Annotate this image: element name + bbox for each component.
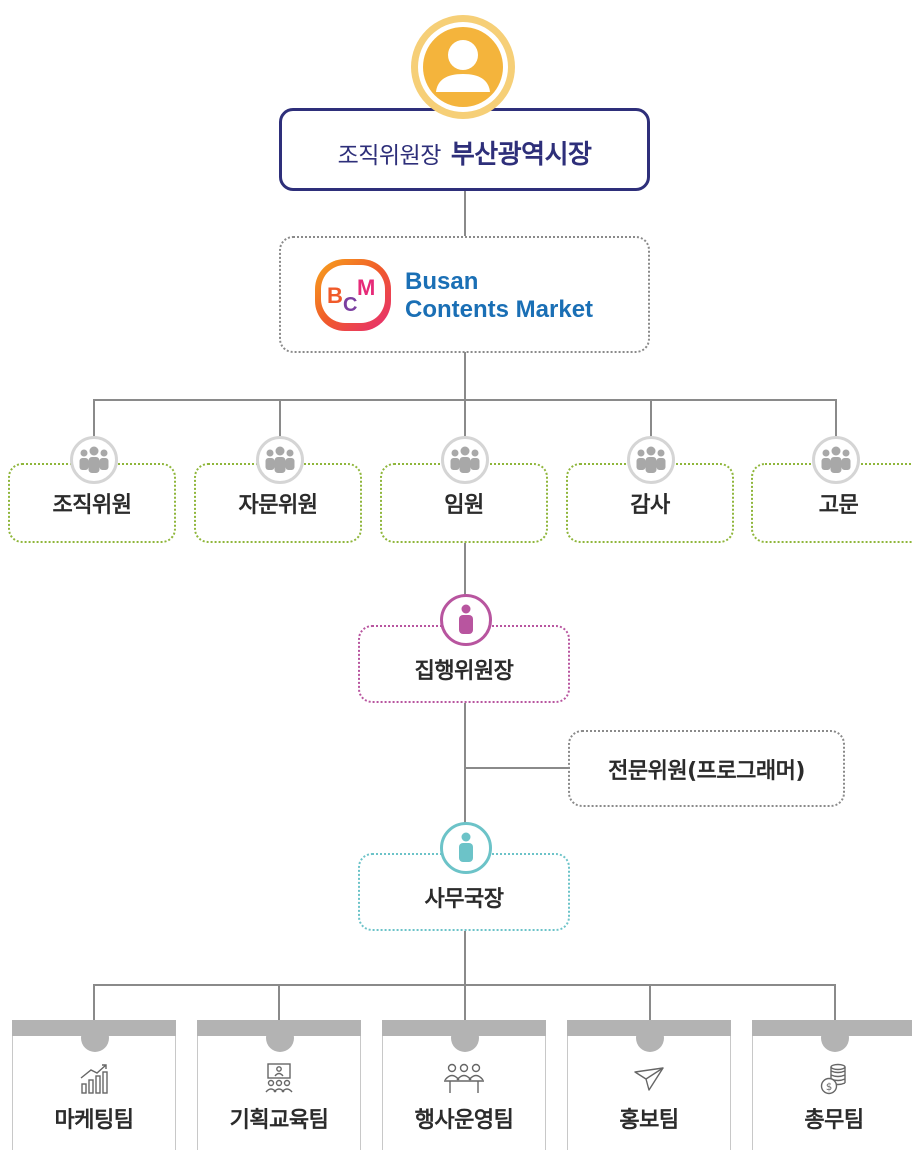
team-drop-1	[93, 984, 95, 1024]
connector-chair-logo	[464, 190, 466, 236]
chair-prefix: 조직위원장	[337, 142, 442, 169]
committee-label: 임원	[444, 493, 484, 518]
team-card-marketing: 마케팅팀	[12, 1020, 176, 1150]
svg-text:M: M	[357, 275, 375, 300]
committee-label: 고문	[818, 493, 859, 518]
growth-chart-icon	[13, 1062, 175, 1096]
committee-drop-3	[464, 399, 466, 441]
committee-label: 조직위원	[52, 493, 132, 518]
committee-drop-1	[93, 399, 95, 441]
team-connector-notch	[266, 1024, 294, 1052]
team-drop-4	[649, 984, 651, 1024]
team-connector-notch	[821, 1024, 849, 1052]
svg-text:C: C	[343, 294, 357, 316]
connector-secretary-teams	[464, 931, 466, 985]
svg-text:B: B	[327, 283, 343, 308]
paper-plane-icon	[568, 1062, 730, 1096]
person-icon	[440, 822, 492, 874]
team-label: 기획교육팀	[229, 1108, 329, 1133]
group-icon	[256, 436, 304, 484]
team-connector-notch	[636, 1024, 664, 1052]
specialist-box: 전문위원(프로그래머)	[568, 730, 845, 807]
team-connector-notch	[81, 1024, 109, 1052]
svg-text:$: $	[826, 1082, 832, 1093]
bcm-logo-icon: B C M	[313, 257, 393, 333]
chair-name: 부산광역시장	[450, 140, 592, 170]
connector-officers-executive	[464, 543, 466, 597]
logo-title-line2: Contents Market	[405, 296, 594, 323]
executive-chair-label: 집행위원장	[414, 659, 514, 684]
committee-drop-2	[279, 399, 281, 441]
group-icon	[627, 436, 675, 484]
connector-executive-secretary	[464, 703, 466, 827]
committee-drop-4	[650, 399, 652, 441]
team-card-event-operations: 행사운영팀	[382, 1020, 546, 1150]
team-drop-5	[834, 984, 836, 1024]
team-card-planning-education: 기획교육팀	[197, 1020, 361, 1150]
connector-logo-down	[464, 352, 466, 400]
team-card-publicity: 홍보팀	[567, 1020, 731, 1150]
team-label: 행사운영팀	[414, 1108, 514, 1133]
committee-label: 감사	[630, 493, 670, 518]
connector-specialist	[464, 767, 570, 769]
secretary-general-label: 사무국장	[424, 887, 504, 912]
person-icon	[440, 594, 492, 646]
team-connector-notch	[451, 1024, 479, 1052]
group-icon	[70, 436, 118, 484]
logo-title-line1: Busan	[405, 268, 479, 295]
committee-advisory: 자문위원	[194, 463, 362, 543]
team-label: 마케팅팀	[54, 1108, 134, 1133]
coins-icon: $	[753, 1062, 912, 1096]
committee-drop-5	[835, 399, 837, 441]
group-icon	[812, 436, 860, 484]
logo-box	[279, 236, 650, 353]
specialist-label: 전문위원(프로그래머)	[608, 758, 805, 784]
chair-person-icon	[408, 12, 518, 122]
team-card-general-affairs: $ 총무팀	[752, 1020, 912, 1150]
presentation-icon	[198, 1062, 360, 1096]
team-drop-3	[464, 984, 466, 1024]
meeting-icon	[383, 1062, 545, 1096]
committee-label: 자문위원	[238, 493, 318, 518]
group-icon	[441, 436, 489, 484]
team-label: 홍보팀	[619, 1108, 679, 1133]
team-drop-2	[278, 984, 280, 1024]
team-label: 총무팀	[804, 1108, 864, 1133]
